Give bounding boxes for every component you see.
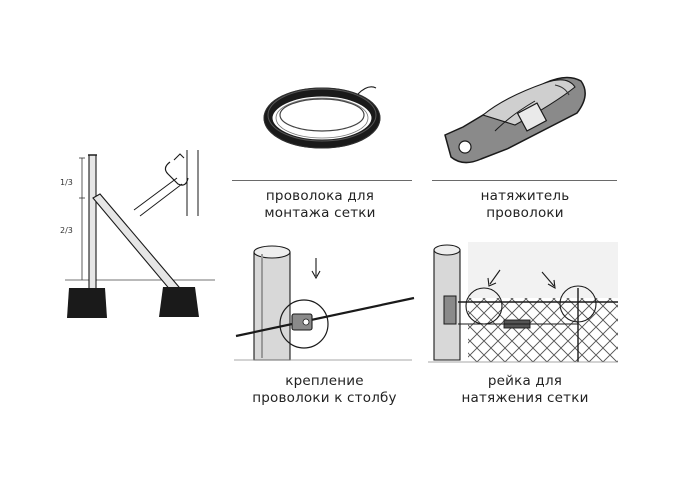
fraction-one-third-label: 1/3 — [60, 178, 73, 187]
wire-caption: проволока для монтажа сетки — [240, 188, 400, 222]
rail-caption-line1: рейка для — [440, 373, 610, 390]
fastening-caption-line1: крепление — [232, 373, 417, 390]
rail-caption-line2: натяжения сетки — [440, 390, 610, 407]
fraction-two-thirds-label: 2/3 — [60, 226, 73, 235]
tensioner-divider-line — [432, 180, 617, 181]
wire-coil-illustration — [258, 78, 388, 160]
fastening-caption: крепление проволоки к столбу — [232, 373, 417, 407]
wire-caption-line1: проволока для — [240, 188, 400, 205]
tensioner-caption: натяжитель проволоки — [445, 188, 605, 222]
tensioner-caption-line1: натяжитель — [445, 188, 605, 205]
fastening-caption-line2: проволоки к столбу — [232, 390, 417, 407]
wire-fastening-illustration — [232, 238, 417, 363]
rail-caption: рейка для натяжения сетки — [440, 373, 610, 407]
strut-connection-detail — [130, 148, 210, 220]
wire-caption-line2: монтажа сетки — [240, 205, 400, 222]
tension-rail-illustration — [428, 236, 618, 364]
tensioner-caption-line2: проволоки — [445, 205, 605, 222]
wire-tensioner-illustration — [435, 55, 600, 170]
wire-divider-line — [232, 180, 412, 181]
